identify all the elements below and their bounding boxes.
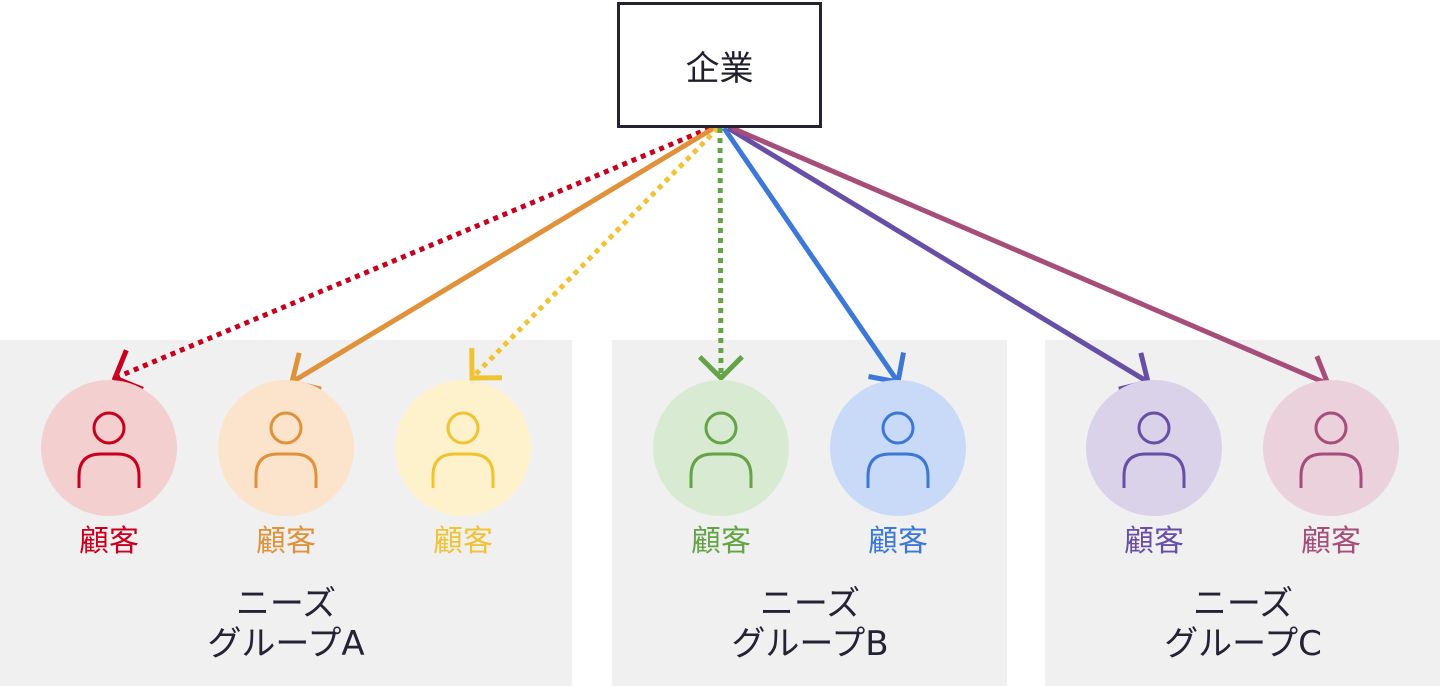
group-label-line1: ニーズ [1192, 584, 1294, 624]
person-body [1299, 452, 1363, 488]
customer-label: 顧客 [1301, 524, 1361, 559]
person-icon [1122, 411, 1186, 488]
person-head [881, 411, 915, 445]
group-label-line2: グループA [207, 624, 365, 664]
connector-arrow [469, 126, 720, 381]
person-body [254, 452, 318, 488]
person-icon [866, 411, 930, 488]
person-head [1314, 411, 1348, 445]
connector-arrow [111, 125, 711, 392]
customer-node: 顧客 [1084, 380, 1224, 562]
person-icon [254, 411, 318, 488]
connector-line [721, 126, 901, 384]
customer-label: 顧客 [691, 524, 751, 559]
person-body [866, 452, 930, 488]
connector-line [726, 125, 1150, 385]
customer-circle [653, 380, 789, 516]
group-label-a: ニーズ グループA [136, 584, 436, 664]
customer-node: 顧客 [393, 380, 533, 562]
connector-arrow [721, 126, 906, 385]
customer-label: 顧客 [1124, 524, 1184, 559]
customer-circle [395, 380, 531, 516]
person-head [446, 411, 480, 445]
customer-circle [41, 380, 177, 516]
customer-label: 顧客 [256, 524, 316, 559]
connector-line [717, 127, 724, 379]
connector-arrow [726, 125, 1152, 392]
customer-label: 顧客 [868, 524, 928, 559]
customer-circle [218, 380, 354, 516]
connector-line [470, 126, 720, 380]
person-body [1122, 452, 1186, 488]
person-head [269, 411, 303, 445]
customer-node: 顧客 [828, 380, 968, 562]
connector-line [290, 125, 716, 385]
customer-circle [1086, 380, 1222, 516]
person-icon [431, 411, 495, 488]
company-label: 企業 [685, 48, 754, 89]
person-body [77, 452, 141, 488]
connector-line [731, 125, 1329, 387]
connector-line [114, 125, 711, 381]
person-body [431, 452, 495, 488]
customer-label: 顧客 [433, 524, 493, 559]
customer-node: 顧客 [1261, 380, 1401, 562]
person-icon [77, 411, 141, 488]
group-label-line2: グループC [1164, 624, 1322, 664]
connector-arrow [731, 125, 1332, 398]
person-head [704, 411, 738, 445]
person-body [689, 452, 753, 488]
customer-circle [1263, 380, 1399, 516]
customer-node: 顧客 [651, 380, 791, 562]
group-label-line2: グループB [731, 624, 889, 664]
arrow-head [469, 347, 503, 381]
person-icon [1299, 411, 1363, 488]
customer-node: 顧客 [39, 380, 179, 562]
group-label-c: ニーズ グループC [1093, 584, 1393, 664]
person-head [92, 411, 126, 445]
group-label-line1: ニーズ [759, 584, 861, 624]
group-label-line1: ニーズ [235, 584, 337, 624]
customer-circle [830, 380, 966, 516]
connector-arrow [288, 125, 716, 392]
arrow-head [697, 354, 744, 382]
connector-arrow [697, 127, 744, 382]
customer-label: 顧客 [79, 524, 139, 559]
company-node: 企業 [617, 2, 822, 128]
person-icon [689, 411, 753, 488]
person-head [1137, 411, 1171, 445]
group-label-b: ニーズ グループB [660, 584, 960, 664]
customer-node: 顧客 [216, 380, 356, 562]
